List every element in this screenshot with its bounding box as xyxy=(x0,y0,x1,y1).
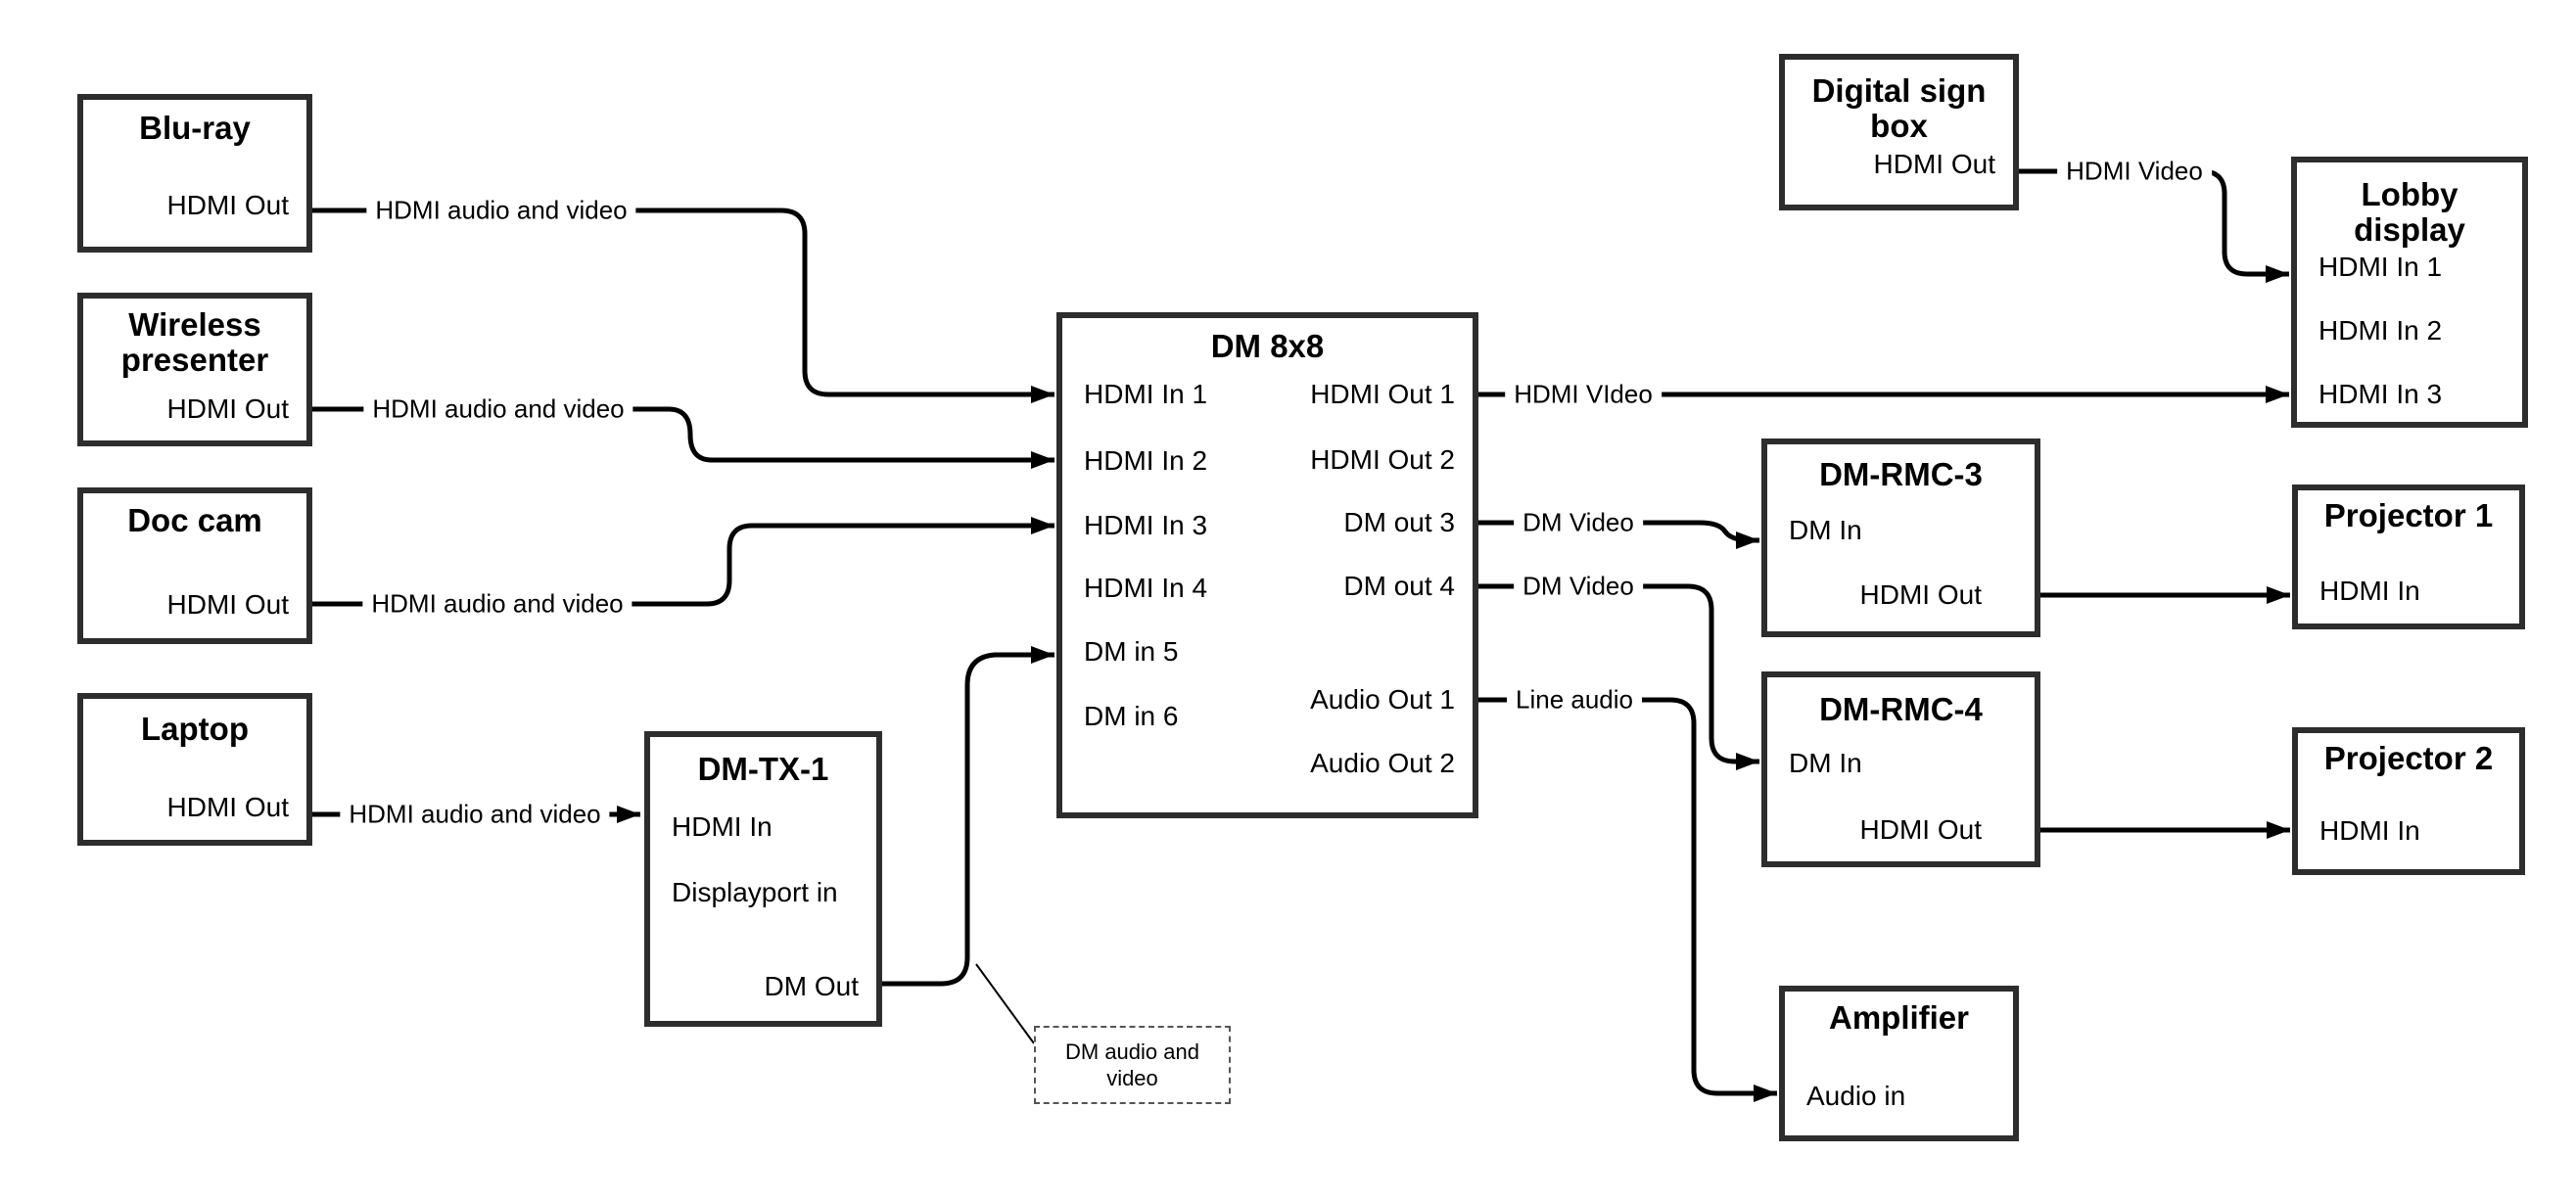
wire-wireless-hdmiin2 xyxy=(312,406,1054,469)
port-dm-8x8-dm-in-5: DM in 5 xyxy=(1084,636,1179,667)
edge-label-wire-wireless-hdmiin2: HDMI audio and video xyxy=(363,393,633,425)
node-title-dm-8x8: DM 8x8 xyxy=(1210,328,1325,364)
port-projector-2-hdmi-in: HDMI In xyxy=(2319,815,2420,846)
wire-dmout4-rmc4 xyxy=(1478,583,1759,770)
port-lobby-display-hdmi-in-2: HDMI In 2 xyxy=(2318,315,2443,346)
node-title-projector-1: Projector 1 xyxy=(2323,497,2494,533)
port-lobby-display-hdmi-in-1: HDMI In 1 xyxy=(2318,252,2443,282)
port-dm-8x8-dm-in-6: DM in 6 xyxy=(1084,701,1179,731)
node-title-blu-ray: Blu-ray xyxy=(139,110,251,146)
port-dm-8x8-hdmi-out-2: HDMI Out 2 xyxy=(1310,444,1455,475)
wire-doccam-hdmiin3 xyxy=(312,517,1054,607)
port-laptop-hdmi-out: HDMI Out xyxy=(166,792,289,822)
wire-audioout1-amplifier xyxy=(1478,697,1777,1102)
port-dm-8x8-hdmi-in-3: HDMI In 3 xyxy=(1084,510,1208,540)
edge-label-wire-laptop-dmtx: HDMI audio and video xyxy=(340,799,610,830)
edge-label-wire-dmout3-rmc3: DM Video xyxy=(1514,507,1643,538)
edge-label-wire-sign-lobby-in1: HDMI Video xyxy=(2057,156,2212,187)
wire-sign-lobby-in1 xyxy=(2019,168,2289,283)
node-title-lobby-display: Lobby display xyxy=(2354,176,2465,248)
port-dm-8x8-hdmi-out-1: HDMI Out 1 xyxy=(1310,379,1455,409)
port-dm-rmc-4-hdmi-out: HDMI Out xyxy=(1859,814,1982,845)
edge-label-wire-audioout1-amplifier: Line audio xyxy=(1507,684,1642,716)
node-dm-rmc-3: DM-RMC-3 DM In HDMI Out xyxy=(1761,439,2040,637)
port-digital-sign-box-hdmi-out: HDMI Out xyxy=(1873,149,1995,179)
node-title-dm-rmc-4: DM-RMC-4 xyxy=(1819,691,1983,727)
port-dm-tx-1-displayport-in: Displayport in xyxy=(672,877,838,907)
node-title-amplifier: Amplifier xyxy=(1828,999,1970,1036)
port-dm-8x8-hdmi-in-4: HDMI In 4 xyxy=(1084,573,1208,603)
port-amplifier-audio-in: Audio in xyxy=(1806,1081,1906,1111)
edge-label-wire-hdmiout1-lobby-in3: HDMI VIdeo xyxy=(1505,379,1662,410)
node-title-laptop: Laptop xyxy=(141,711,249,747)
node-projector-2: Projector 2 HDMI In xyxy=(2292,727,2525,875)
node-title-digital-sign-box: Digital sign box xyxy=(1811,72,1987,144)
note-dm-audio-and-video: DM audio and video xyxy=(1034,1026,1231,1104)
node-title-dm-rmc-3: DM-RMC-3 xyxy=(1819,456,1983,492)
wire-bluray-hdmiin1 xyxy=(312,208,1054,403)
port-dm-rmc-4-dm-in: DM In xyxy=(1789,748,1862,778)
node-title-wireless-presenter: Wireless presenter xyxy=(120,306,269,378)
port-dm-rmc-3-dm-in: DM In xyxy=(1789,515,1862,545)
node-title-projector-2: Projector 2 xyxy=(2323,740,2494,776)
port-projector-1-hdmi-in: HDMI In xyxy=(2319,576,2420,606)
port-dm-8x8-dm-out-4: DM out 4 xyxy=(1343,571,1455,601)
edge-label-wire-dmout4-rmc4: DM Video xyxy=(1514,571,1643,602)
port-dm-rmc-3-hdmi-out: HDMI Out xyxy=(1859,579,1982,610)
note-callout-line xyxy=(975,963,1035,1044)
node-title-doc-cam: Doc cam xyxy=(127,502,262,538)
edge-label-wire-bluray-hdmiin1: HDMI audio and video xyxy=(366,195,636,226)
port-dm-8x8-hdmi-in-1: HDMI In 1 xyxy=(1084,379,1208,409)
wire-dmout3-rmc3 xyxy=(1478,520,1759,549)
port-lobby-display-hdmi-in-3: HDMI In 3 xyxy=(2318,379,2443,409)
port-dm-tx-1-dm-out: DM Out xyxy=(764,971,859,1001)
port-wireless-presenter-hdmi-out: HDMI Out xyxy=(166,393,289,424)
node-projector-1: Projector 1 HDMI In xyxy=(2292,485,2525,629)
port-doc-cam-hdmi-out: HDMI Out xyxy=(166,589,289,620)
node-dm-rmc-4: DM-RMC-4 DM In HDMI Out xyxy=(1761,671,2040,867)
node-title-dm-tx-1: DM-TX-1 xyxy=(697,751,829,787)
port-dm-tx-1-hdmi-in: HDMI In xyxy=(672,811,773,842)
port-blu-ray-hdmi-out: HDMI Out xyxy=(166,190,289,220)
port-dm-8x8-dm-out-3: DM out 3 xyxy=(1343,507,1455,537)
wire-dmtx-dmin5 xyxy=(882,646,1054,987)
port-dm-8x8-audio-out-2: Audio Out 2 xyxy=(1310,748,1455,778)
edge-label-wire-doccam-hdmiin3: HDMI audio and video xyxy=(362,588,632,620)
port-dm-8x8-hdmi-in-2: HDMI In 2 xyxy=(1084,445,1208,476)
port-dm-8x8-audio-out-1: Audio Out 1 xyxy=(1310,684,1455,715)
